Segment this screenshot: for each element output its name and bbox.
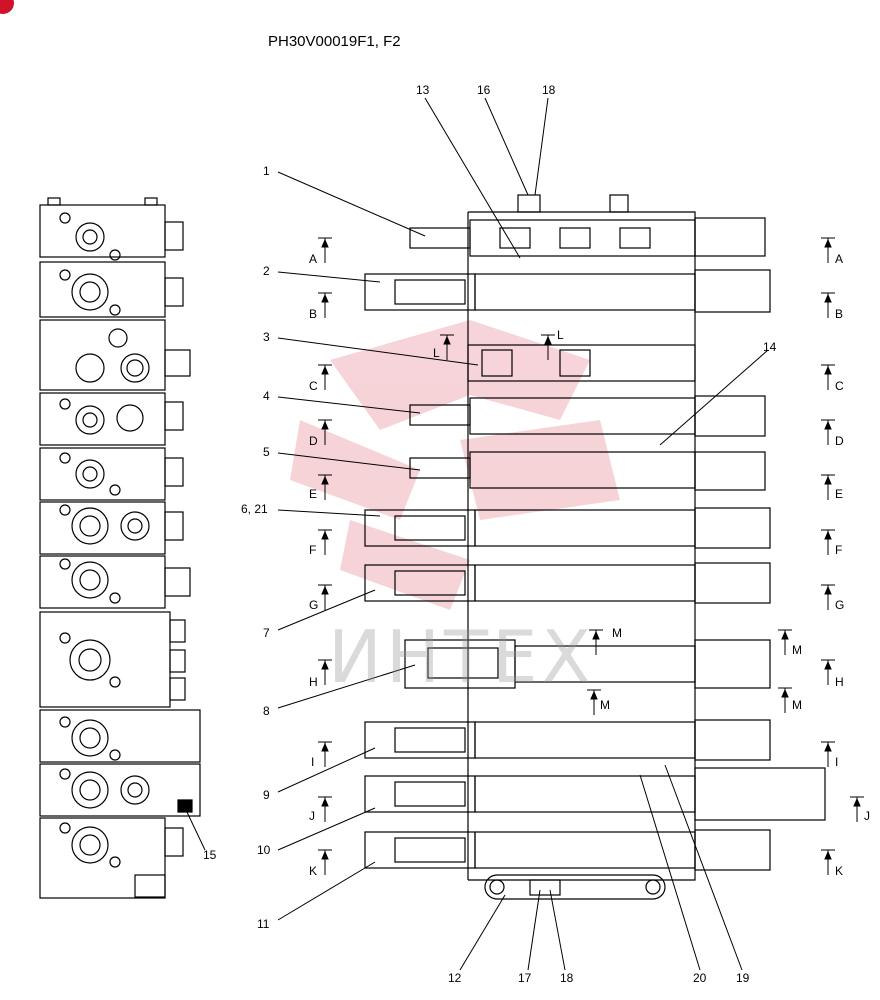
section-label-right-f: F xyxy=(835,543,843,557)
callout-18-top: 18 xyxy=(542,83,556,97)
section-label-right-i: I xyxy=(835,755,839,769)
callout-7: 7 xyxy=(263,626,270,640)
callout-13: 13 xyxy=(416,83,430,97)
section-label-right-a: A xyxy=(835,252,844,266)
section-arrow-left-8 xyxy=(318,741,332,767)
section-arrows xyxy=(318,237,864,875)
callout-5: 5 xyxy=(263,445,270,459)
section-label-right-g: G xyxy=(835,598,845,612)
section-arrow-right-8 xyxy=(821,741,835,767)
main-valve-body xyxy=(364,194,826,900)
callout-20: 20 xyxy=(693,971,707,985)
section-arrow-right-4 xyxy=(821,474,835,500)
spool-row-2 xyxy=(364,269,771,313)
section-label-right-k: K xyxy=(835,864,844,878)
side-view-stack xyxy=(39,197,201,899)
section-label-right-b: B xyxy=(835,307,844,321)
section-arrow-left-1 xyxy=(318,292,332,318)
callout-16: 16 xyxy=(477,83,491,97)
section-arrow-left-6 xyxy=(318,584,332,610)
section-label-l-left: L xyxy=(433,346,440,360)
section-label-left-b: B xyxy=(309,307,318,321)
section-label-m-mid: M xyxy=(600,698,610,712)
section-arrow-right-6 xyxy=(821,584,835,610)
callout-10: 10 xyxy=(257,843,271,857)
section-label-left-d: D xyxy=(309,434,318,448)
spool-row-4 xyxy=(409,395,766,437)
section-label-right-e: E xyxy=(835,487,844,501)
section-arrow-left-2 xyxy=(318,364,332,390)
section-arrow-left-7 xyxy=(318,659,332,685)
section-label-l-right: L xyxy=(557,328,564,342)
section-label-right-h: H xyxy=(835,675,844,689)
section-label-right-d: D xyxy=(835,434,844,448)
section-arrow-left-3 xyxy=(318,419,332,445)
section-label-left-i: I xyxy=(311,755,315,769)
drawing-title: PH30V00019F1, F2 xyxy=(268,33,401,50)
section-arrow-left-10 xyxy=(318,849,332,875)
red-corner-mark xyxy=(0,0,14,14)
section-arrow-right-3 xyxy=(821,419,835,445)
section-label-left-h: H xyxy=(309,675,318,689)
section-arrow-m-right-1 xyxy=(778,629,792,655)
section-arrow-left-4 xyxy=(318,474,332,500)
section-label-left-k: K xyxy=(309,864,318,878)
spool-row-8 xyxy=(404,639,771,689)
section-label-left-g: G xyxy=(309,598,319,612)
spool-row-3 xyxy=(467,344,696,382)
section-label-right-c: C xyxy=(835,379,844,393)
spool-row-1 xyxy=(409,217,766,257)
callout-14: 14 xyxy=(763,340,777,354)
section-arrow-left-5 xyxy=(318,529,332,555)
section-arrow-right-9 xyxy=(850,796,864,822)
section-arrow-right-1 xyxy=(821,292,835,318)
callout-11: 11 xyxy=(257,917,270,931)
section-label-left-c: C xyxy=(309,379,318,393)
section-label-left-a: A xyxy=(309,252,318,266)
callout-1: 1 xyxy=(263,164,270,178)
section-arrow-m-mid xyxy=(587,689,601,715)
callout-6-21: 6, 21 xyxy=(241,502,268,516)
spool-row-10 xyxy=(364,767,826,821)
section-arrow-right-0 xyxy=(821,237,835,263)
leader-lines xyxy=(185,97,769,971)
section-label-right-j: J xyxy=(864,809,870,823)
watermark-text: ИНТЕХ xyxy=(328,615,595,699)
section-arrow-right-10 xyxy=(821,849,835,875)
section-label-left-j: J xyxy=(309,809,315,823)
spool-row-5 xyxy=(409,451,766,491)
callout-19: 19 xyxy=(736,971,750,985)
section-arrow-right-5 xyxy=(821,529,835,555)
spool-row-7 xyxy=(364,562,771,604)
watermark-logo xyxy=(290,320,620,610)
callout-17: 17 xyxy=(518,971,532,985)
callout-15: 15 xyxy=(203,848,217,862)
callout-9: 9 xyxy=(263,788,270,802)
section-label-m-top: M xyxy=(612,626,622,640)
section-arrow-m-right-2 xyxy=(778,687,792,713)
section-label-m-right-2: M xyxy=(792,698,802,712)
section-arrow-l-left xyxy=(440,334,454,360)
callout-18-bottom: 18 xyxy=(560,971,574,985)
section-arrow-right-7 xyxy=(821,659,835,685)
callout-4: 4 xyxy=(263,389,270,403)
section-arrow-left-0 xyxy=(318,237,332,263)
callout-8: 8 xyxy=(263,704,270,718)
spool-row-11 xyxy=(364,829,771,871)
section-arrow-left-9 xyxy=(318,796,332,822)
section-label-m-right-1: M xyxy=(792,643,802,657)
spool-row-6 xyxy=(364,507,771,549)
callout-2: 2 xyxy=(263,264,270,278)
bottom-mounting-bracket xyxy=(484,874,666,900)
section-label-left-f: F xyxy=(309,543,317,557)
callout-3: 3 xyxy=(263,330,270,344)
section-arrow-right-2 xyxy=(821,364,835,390)
spool-row-9 xyxy=(364,719,771,761)
section-label-left-e: E xyxy=(309,487,318,501)
section-arrow-m-top xyxy=(589,629,603,655)
section-arrow-l-right xyxy=(541,334,555,360)
callout-12: 12 xyxy=(448,971,462,985)
